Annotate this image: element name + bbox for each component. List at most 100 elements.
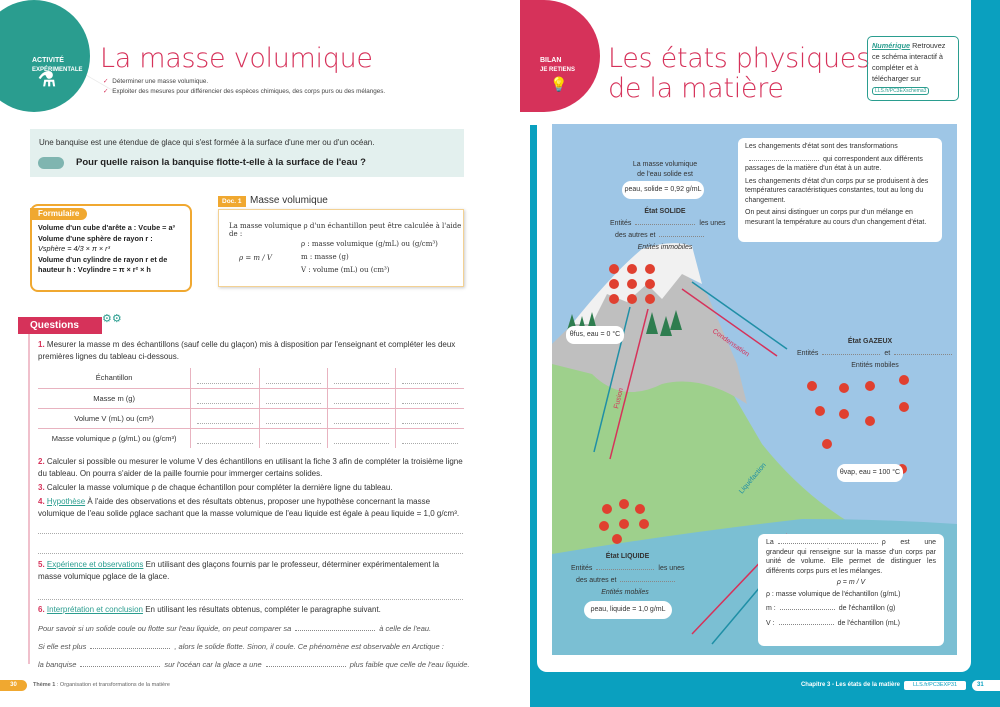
doc1: Doc. 1 Masse volumique La masse volumiqu… — [218, 195, 466, 288]
table-row: Volume V (mL) ou (cm³) — [38, 407, 464, 429]
question-4: 4. Hypothèse À l'aide des observations e… — [38, 497, 460, 518]
table-cell[interactable] — [326, 407, 397, 429]
table-cell[interactable] — [258, 407, 328, 429]
questions-header: Questions — [18, 317, 102, 334]
table-cell[interactable] — [190, 407, 260, 429]
formula-cube: Volume d'un cube d'arête a : Vcube = a³ — [38, 223, 175, 232]
blank[interactable] — [659, 236, 705, 237]
table-cell[interactable] — [190, 427, 260, 448]
gears-icon: ⚙⚙ — [102, 313, 122, 325]
sublimation-arrow — [691, 281, 788, 350]
intro-question: Pour quelle raison la banquise flotte-t-… — [76, 157, 366, 168]
table-cell[interactable] — [190, 368, 260, 389]
table-cell[interactable] — [258, 427, 328, 448]
blank[interactable] — [635, 224, 696, 225]
badge-line1: BILAN — [540, 57, 562, 64]
question-2: 2. Calculer si possible ou mesurer le vo… — [38, 457, 463, 478]
page-number: 31 — [972, 680, 1000, 691]
blank[interactable] — [265, 666, 346, 667]
answer-line[interactable] — [38, 553, 463, 554]
liquid-mobility: Entités mobiles — [601, 589, 649, 596]
table-cell[interactable] — [395, 387, 464, 409]
liquid-density: ρeau, liquide = 1,0 g/mL — [584, 601, 672, 619]
blank[interactable] — [596, 569, 655, 570]
ice-floe-icon — [38, 157, 64, 169]
badge-line2: JE RETIENS — [540, 67, 576, 73]
vaporisation-temperature: θvap, eau = 100 °C — [837, 464, 903, 482]
blank[interactable] — [822, 354, 881, 355]
blank[interactable] — [90, 648, 171, 649]
blank[interactable] — [620, 581, 676, 582]
formulaire-label: Formulaire — [30, 208, 88, 220]
table-row: Échantillon — [38, 368, 464, 389]
objectives: ✓Déterminer une masse volumique. ✓Exploi… — [103, 78, 386, 95]
table-cell[interactable] — [326, 387, 397, 409]
blank[interactable] — [80, 666, 161, 667]
blank[interactable] — [779, 609, 835, 610]
fusion-temperature: θfus, eau = 0 °C — [566, 326, 624, 344]
objective: Exploiter des mesures pour différencier … — [112, 88, 386, 95]
solid-density: ρeau, solide = 0,92 g/mL — [622, 181, 704, 199]
table-cell[interactable] — [190, 387, 260, 409]
sample-table: Échantillon Masse m (g) Volume V (mL) ou… — [38, 368, 464, 448]
table-cell[interactable] — [258, 387, 328, 409]
questions-2-4: 2. Calculer si possible ou mesurer le vo… — [38, 456, 464, 520]
answer-line[interactable] — [38, 533, 463, 534]
questions-rule — [28, 334, 30, 664]
state-change-infobox: Les changements d'état sont des transfor… — [738, 138, 942, 242]
blank[interactable] — [749, 159, 819, 161]
question-1: 1. Mesurer la masse m des échantillons (… — [38, 340, 456, 361]
table-cell[interactable] — [326, 368, 397, 389]
doc-tag: Doc. 1 — [218, 196, 246, 207]
table-cell[interactable] — [326, 427, 397, 448]
footer-chapter: Chapitre 3 - Les états de la matière — [800, 682, 900, 688]
table-row: Masse volumique ρ (g/mL) ou (g/cm³) — [38, 427, 464, 448]
gas-title: État GAZEUX — [847, 338, 893, 345]
blank[interactable] — [295, 630, 376, 631]
badge-line2: EXPÉRIMENTALE — [32, 67, 83, 73]
footer-link[interactable]: LLS.fr/PC3EXP31 — [904, 681, 966, 690]
blank[interactable] — [778, 623, 834, 625]
doc-def: ρ : masse volumique (g/mL) ou (g/cm³) — [301, 240, 438, 248]
blank[interactable] — [777, 543, 878, 544]
formula-sphere: Vsphère = 4/3 × π × r³ — [38, 244, 111, 253]
fusion-arrow — [609, 308, 649, 460]
intro-text: Une banquise est une étendue de glace qu… — [39, 138, 375, 147]
objective: Déterminer une masse volumique. — [112, 78, 209, 85]
answer-line[interactable] — [38, 599, 463, 600]
doc-formula: ρ = m / V — [239, 254, 272, 262]
table-cell[interactable] — [395, 368, 464, 389]
badge-line1: ACTIVITÉ — [32, 57, 64, 64]
condensation-arrow — [681, 288, 778, 357]
solid-mobility: Entités immobiles — [637, 244, 693, 251]
snow — [572, 243, 702, 324]
lightbulb-icon: 💡 — [550, 76, 568, 92]
solidification-arrow — [593, 306, 631, 453]
solid-title: État SOLIDE — [644, 208, 686, 215]
numerique-box: Numérique Retrouvez ce schéma interactif… — [867, 36, 959, 101]
question-6: 6. Interprétation et conclusion En utili… — [38, 605, 381, 614]
formulaire-box: Formulaire Volume d'un cube d'arête a : … — [30, 204, 192, 292]
formula-sphere-label: Volume d'une sphère de rayon r : — [38, 233, 153, 243]
table-cell[interactable] — [258, 368, 328, 389]
page-number: 30 — [0, 680, 27, 691]
doc-def: m : masse (g) — [301, 253, 349, 261]
liquid-title: État LIQUIDE — [605, 553, 650, 560]
page-title: La masse volumique — [100, 43, 373, 74]
blank[interactable] — [894, 354, 953, 355]
footer-theme: Thème 1 : Organisation et transformation… — [33, 682, 170, 688]
numerique-link[interactable]: LLS.fr/PC3EXschema3 — [872, 87, 930, 95]
intro-box: Une banquise est une étendue de glace qu… — [30, 129, 464, 177]
doc-def: V : volume (mL) ou (cm³) — [301, 266, 390, 274]
question-5: 5. Expérience et observations En utilisa… — [38, 560, 440, 581]
table-row: Masse m (g) — [38, 387, 464, 409]
table-cell[interactable] — [395, 427, 464, 448]
table-cell[interactable] — [395, 407, 464, 429]
formula-cylinder: Volume d'un cylindre de rayon r et de ha… — [38, 254, 168, 275]
gas-mobility: Entités mobiles — [851, 362, 899, 369]
